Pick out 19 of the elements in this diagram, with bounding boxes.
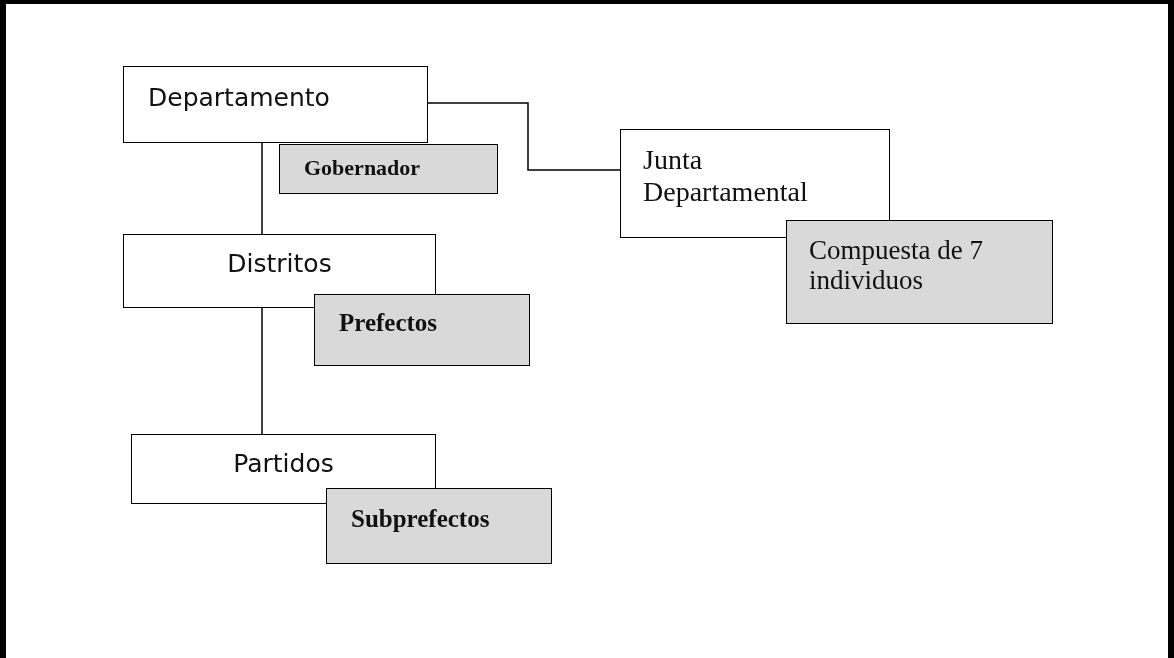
box-label: Gobernador <box>304 155 421 181</box>
division-box <box>131 434 436 504</box>
box-label: Prefectos <box>339 309 438 337</box>
division-box <box>123 66 428 143</box>
connector-line <box>261 142 263 235</box>
division-box <box>620 129 890 238</box>
box-label: Junta Departamental <box>643 144 809 208</box>
box-label: Compuesta de 7 individuos <box>809 235 984 295</box>
connector-line <box>427 102 621 171</box>
connector-line <box>261 307 263 435</box>
office-box <box>279 144 498 194</box>
division-box <box>123 234 436 308</box>
box-label: Partidos <box>233 449 334 478</box>
box-label: Distritos <box>227 249 332 278</box>
office-box <box>786 220 1053 324</box>
office-box <box>326 488 552 564</box>
box-label: Departamento <box>148 83 330 112</box>
box-label: Subprefectos <box>351 505 490 533</box>
office-box <box>314 294 530 366</box>
